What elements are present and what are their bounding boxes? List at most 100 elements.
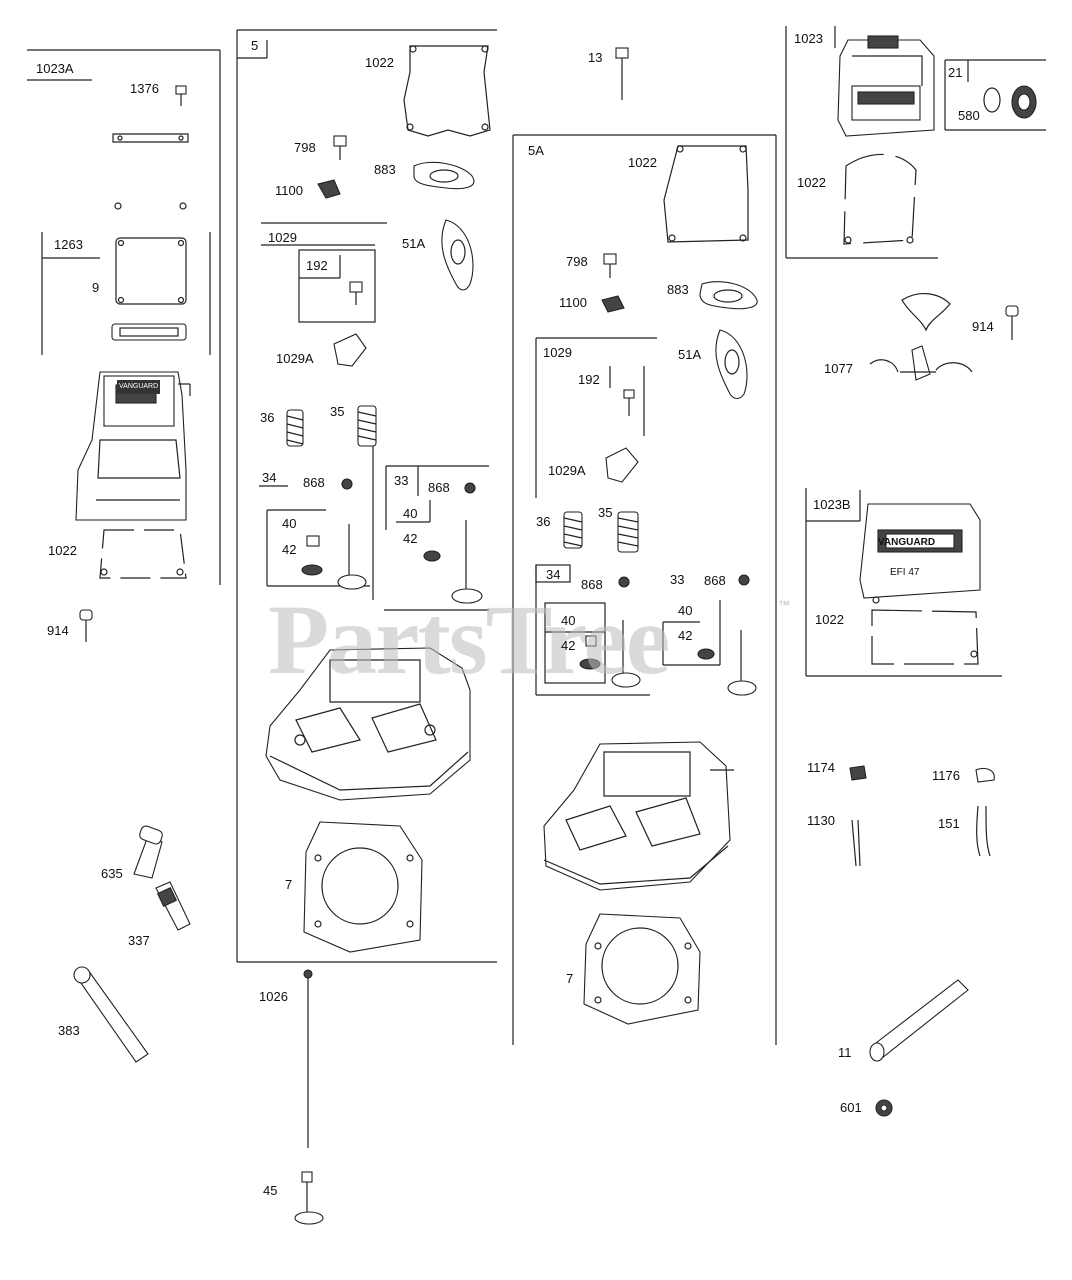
spring-36-g5-icon bbox=[286, 409, 304, 447]
callout-151: 151 bbox=[938, 816, 960, 831]
callout-9: 9 bbox=[92, 280, 100, 295]
group-label-33-left: 33 bbox=[394, 473, 409, 488]
head-gasket-7-g5A-icon bbox=[583, 913, 701, 1025]
spring-35-g5-icon bbox=[357, 405, 377, 447]
gasket-883-g5A-icon bbox=[699, 281, 758, 310]
callout-1100-g5A: 1100 bbox=[559, 295, 587, 310]
group-label-21: 21 bbox=[948, 65, 963, 80]
callout-1022-right: 1022 bbox=[797, 175, 826, 190]
valve-intake-g5-icon bbox=[301, 478, 367, 590]
callout-601: 601 bbox=[840, 1100, 862, 1115]
group-label-1029-right: 1029 bbox=[543, 345, 572, 360]
callout-7-g5: 7 bbox=[285, 877, 293, 892]
callout-1022-1023B: 1022 bbox=[815, 612, 844, 627]
callout-635: 635 bbox=[101, 866, 123, 881]
trademark-symbol: ™ bbox=[778, 598, 790, 612]
callout-1022-left: 1022 bbox=[48, 543, 77, 558]
valve-cover-1023B-icon bbox=[859, 503, 981, 665]
group-label-1263: 1263 bbox=[54, 237, 83, 252]
valve-exhaust-g5-icon bbox=[423, 482, 483, 604]
head-gasket-7-g5-icon bbox=[303, 821, 423, 953]
callout-40-g5-left: 40 bbox=[282, 516, 297, 531]
callout-35-g5A: 35 bbox=[598, 505, 613, 520]
callout-1077: 1077 bbox=[824, 361, 853, 376]
callout-868-g5A-right: 868 bbox=[704, 573, 726, 588]
callout-337: 337 bbox=[128, 933, 150, 948]
callout-11: 11 bbox=[838, 1045, 852, 1060]
group-label-1023A: 1023A bbox=[36, 61, 74, 76]
gasket-9-icon bbox=[111, 237, 187, 341]
cover-model-text: EFI 47 bbox=[890, 567, 920, 578]
cover-logo-left: VANGUARD bbox=[117, 380, 161, 394]
callout-51A-g5A: 51A bbox=[678, 347, 702, 362]
callout-13: 13 bbox=[588, 50, 603, 65]
callout-798-g5A: 798 bbox=[566, 254, 588, 269]
callout-7-g5A: 7 bbox=[566, 971, 574, 986]
spring-36-g5A-icon bbox=[563, 511, 583, 549]
gasket-51A-g5-icon bbox=[441, 219, 474, 291]
bolt-914-right-icon bbox=[1005, 305, 1019, 340]
bolt-914-left-icon bbox=[79, 609, 93, 642]
callout-580: 580 bbox=[958, 108, 980, 123]
callout-40-g5-right: 40 bbox=[403, 506, 418, 521]
bolt-1376-icon bbox=[175, 85, 187, 106]
gasket-strip-icon bbox=[112, 133, 189, 210]
rocker-arm-1029A-g5A-icon bbox=[605, 447, 639, 483]
callout-1100-g5: 1100 bbox=[275, 183, 303, 198]
callout-798-g5: 798 bbox=[294, 140, 316, 155]
callout-883-g5: 883 bbox=[374, 162, 396, 177]
callout-51A-g5: 51A bbox=[402, 236, 426, 251]
callout-383: 383 bbox=[58, 1023, 80, 1038]
cover-logo-right: VANGUARD bbox=[878, 537, 936, 548]
nut-1174-icon bbox=[849, 765, 867, 781]
callout-192-g5A: 192 bbox=[578, 372, 600, 387]
gasket-1022-right-icon bbox=[843, 153, 917, 245]
spring-35-g5A-icon bbox=[617, 511, 639, 553]
callout-42-g5-left: 42 bbox=[282, 542, 297, 557]
clamp-601-icon bbox=[875, 1099, 893, 1117]
callout-42-g5-right: 42 bbox=[403, 531, 418, 546]
group-label-33-right: 33 bbox=[670, 572, 685, 587]
spark-plug-337-icon bbox=[155, 881, 191, 931]
gasket-1022-g5A-icon bbox=[663, 145, 749, 243]
gasket-1022-g5-icon bbox=[403, 45, 491, 137]
callout-1029A-g5: 1029A bbox=[276, 351, 314, 366]
valve-cover-1023-icon bbox=[837, 35, 935, 137]
nut-1100-g5-icon bbox=[317, 179, 341, 199]
clip-1176-icon bbox=[975, 767, 995, 783]
callout-1176: 1176 bbox=[932, 768, 960, 783]
group-frames bbox=[27, 26, 1046, 1045]
callout-868-g5A-left: 868 bbox=[581, 577, 603, 592]
bolt-798-g5-icon bbox=[333, 135, 347, 160]
callout-192-g5: 192 bbox=[306, 258, 328, 273]
group-label-34-left: 34 bbox=[262, 470, 277, 485]
pushrod-1026-icon bbox=[303, 969, 313, 1148]
gasket-51A-g5A-icon bbox=[715, 329, 748, 400]
callout-1022-g5A: 1022 bbox=[628, 155, 657, 170]
bolt-798-g5A-icon bbox=[603, 253, 617, 278]
cylinder-head-g5-icon bbox=[265, 647, 471, 801]
callout-40-g5A-left: 40 bbox=[561, 613, 576, 628]
spark-plug-wrench-383-icon bbox=[73, 966, 149, 1063]
bolt-192-g5-icon bbox=[349, 281, 363, 305]
lifter-45-icon bbox=[294, 1171, 324, 1225]
group-label-1023: 1023 bbox=[794, 31, 823, 46]
callout-36-g5A: 36 bbox=[536, 514, 551, 529]
spark-plug-boot-635-icon bbox=[133, 825, 163, 879]
callout-1022-g5: 1022 bbox=[365, 55, 394, 70]
callout-914-left: 914 bbox=[47, 623, 69, 638]
nut-1100-g5A-icon bbox=[601, 295, 625, 313]
callout-1026: 1026 bbox=[259, 989, 288, 1004]
bolt-13-icon bbox=[615, 47, 629, 100]
callout-1029A-g5A: 1029A bbox=[548, 463, 586, 478]
tube-11-icon bbox=[869, 979, 969, 1062]
gasket-883-g5-icon bbox=[413, 161, 475, 190]
watermark: PartsTree bbox=[268, 584, 670, 695]
callout-1174: 1174 bbox=[807, 760, 835, 775]
group-label-1023B: 1023B bbox=[813, 497, 851, 512]
group-label-5A: 5A bbox=[528, 143, 544, 158]
callout-45: 45 bbox=[263, 1183, 278, 1198]
callout-42-g5A-right: 42 bbox=[678, 628, 693, 643]
callout-868-g5-right: 868 bbox=[428, 480, 450, 495]
